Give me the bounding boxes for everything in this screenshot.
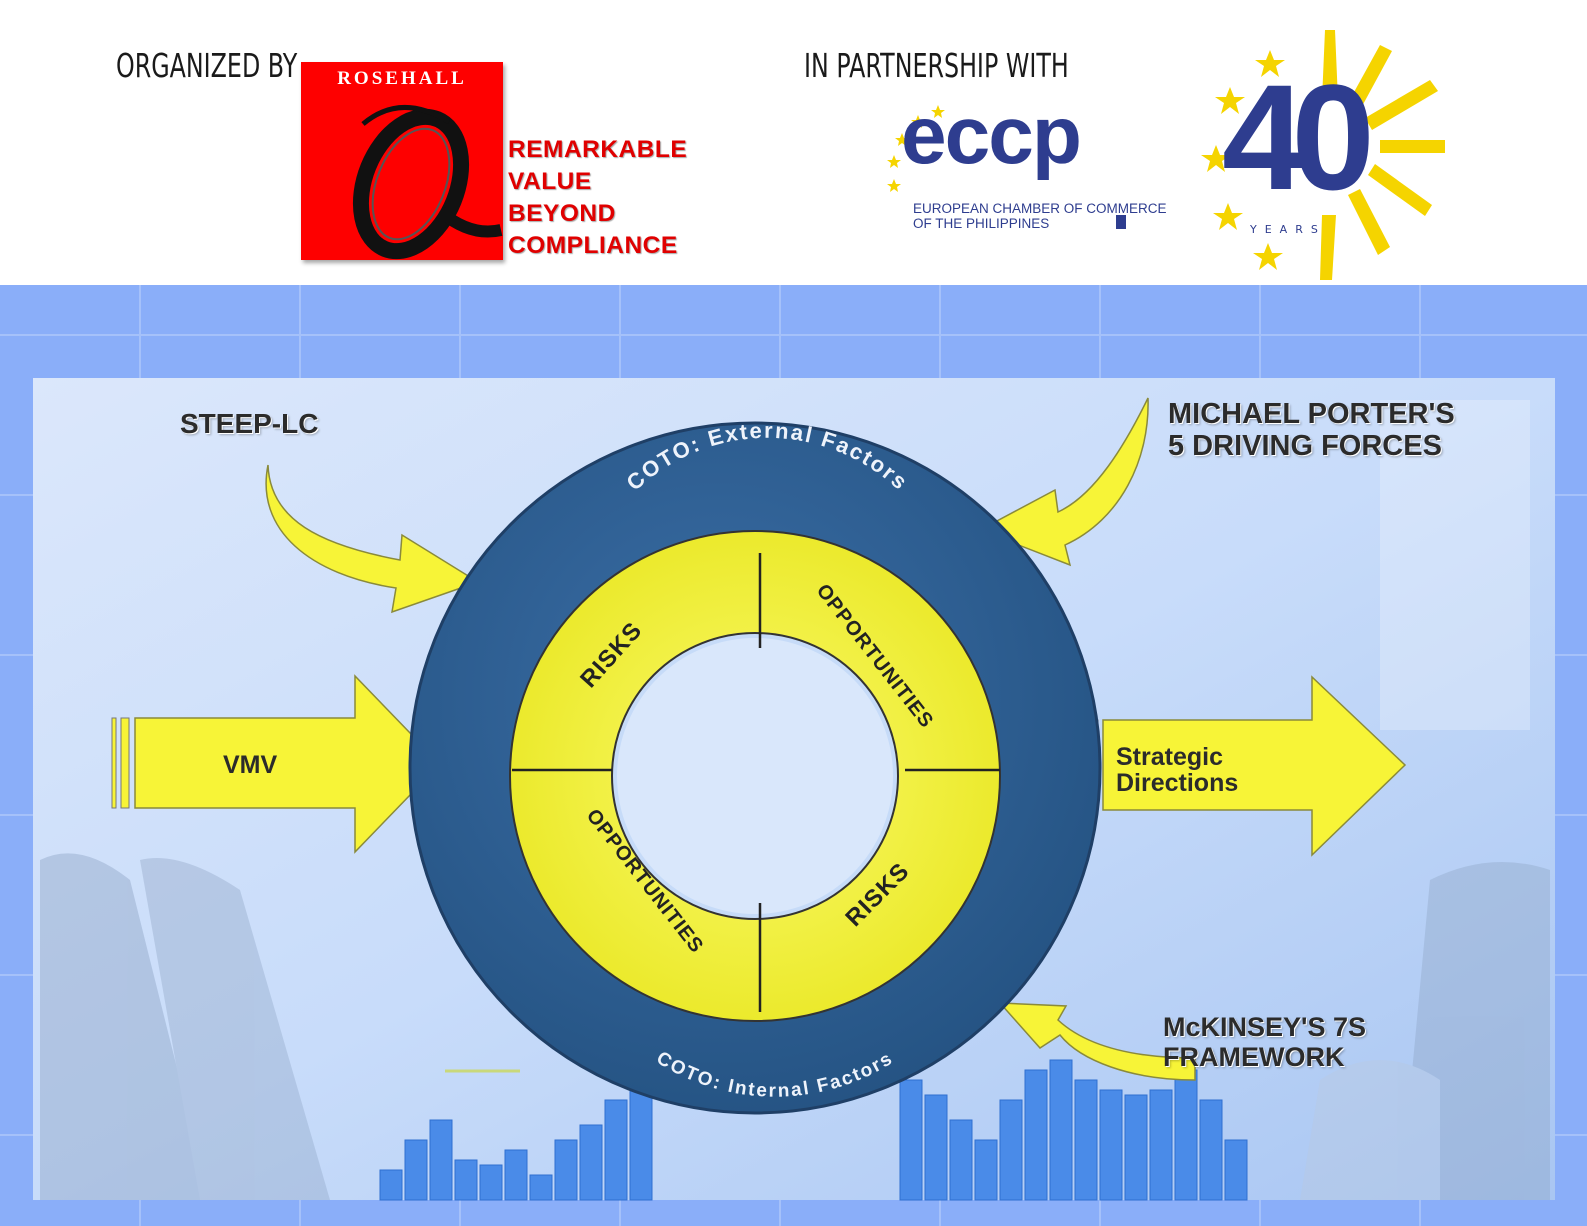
rosehall-name: ROSEHALL — [337, 68, 467, 89]
porter-label: MICHAEL PORTER'S 5 DRIVING FORCES — [1168, 398, 1455, 462]
header: ORGANIZED BY ROSEHALL REMARKABLE VALUE B… — [0, 0, 1587, 285]
eccp-name-line: EUROPEAN CHAMBER OF COMMERCE — [913, 201, 1167, 216]
quadrant-dividers — [512, 553, 1000, 1012]
rosehall-q-icon — [352, 105, 503, 260]
strategic-line: Directions — [1116, 769, 1239, 797]
rosehall-logo: ROSEHALL — [301, 62, 503, 260]
organized-by-label: ORGANIZED BY — [116, 46, 298, 85]
rosehall-tagline: REMARKABLE VALUE BEYOND COMPLIANCE — [508, 134, 687, 262]
porter-label-line: 5 DRIVING FORCES — [1168, 430, 1442, 462]
eccp-full-name: EUROPEAN CHAMBER OF COMMERCE OF THE PHIL… — [913, 201, 1167, 231]
anniversary-unit: YEARS — [1250, 223, 1326, 236]
tagline-line: REMARKABLE — [508, 136, 688, 163]
anniversary-number: 40 — [1222, 53, 1375, 221]
mckinsey-curved-arrow — [998, 1002, 1196, 1081]
strategic-line: Strategic — [1116, 743, 1223, 771]
mckinsey-label-line: FRAMEWORK — [1163, 1042, 1345, 1072]
sun-rays-icon — [1201, 30, 1445, 280]
background-bars — [379, 1059, 1248, 1201]
donut-hole-inner — [617, 638, 893, 914]
partnership-label: IN PARTNERSHIP WITH — [804, 46, 1069, 85]
tagline-line: COMPLIANCE — [508, 232, 678, 259]
vmv-arrow — [111, 674, 442, 854]
eccp-wordmark: eccp — [901, 90, 1082, 181]
porter-curved-arrow — [978, 397, 1149, 567]
steep-lc-label: STEEP-LC — [180, 408, 319, 439]
mckinsey-label-line: McKINSEY'S 7S — [1163, 1012, 1366, 1042]
strategic-directions-label: Strategic Directions — [1116, 744, 1238, 796]
eccp-name-line: OF THE PHILIPPINES — [913, 216, 1050, 231]
tagline-line: BEYOND — [508, 200, 616, 227]
steep-curved-arrow — [265, 464, 480, 614]
vmv-label: VMV — [223, 751, 278, 779]
mckinsey-label: McKINSEY'S 7S FRAMEWORK — [1163, 1012, 1366, 1072]
porter-label-line: MICHAEL PORTER'S — [1168, 398, 1455, 430]
tagline-line: VALUE — [508, 168, 592, 195]
eccp-stars-icon — [887, 105, 1126, 229]
